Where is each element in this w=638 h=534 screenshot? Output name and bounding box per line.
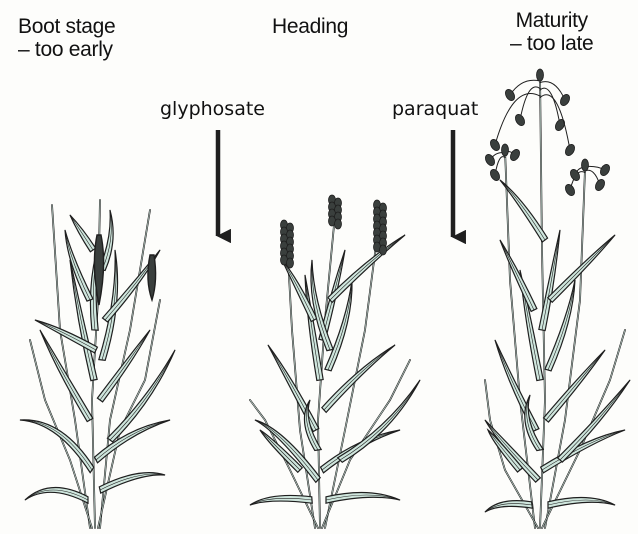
- seed: [594, 178, 607, 192]
- leaf-blade: [485, 501, 532, 512]
- panicle-branch: [520, 87, 540, 120]
- seed: [537, 69, 544, 81]
- boot-stage-note: – too early: [18, 38, 115, 61]
- leaf-vein: [500, 240, 534, 310]
- stem: [545, 170, 585, 528]
- maturity-label: Maturity – too late: [510, 9, 593, 55]
- leaf-vein: [70, 215, 93, 250]
- leaf-blade: [94, 420, 170, 463]
- seed: [502, 144, 509, 156]
- panicle-branch: [540, 88, 560, 125]
- seed: [489, 138, 502, 152]
- boot-stage-title: Boot stage: [18, 15, 115, 38]
- boot-stage-label: Boot stage – too early: [18, 15, 115, 61]
- spikelet: [287, 258, 294, 268]
- seed: [489, 168, 502, 182]
- seed: [569, 168, 582, 182]
- plant-boot-stage: [20, 200, 175, 528]
- spikelet: [380, 245, 387, 255]
- leaf-blade: [321, 430, 400, 473]
- paraquat-label: paraquat: [392, 98, 478, 120]
- plant-heading: [250, 195, 420, 528]
- maturity-note: – too late: [510, 32, 593, 55]
- stem-highlight: [545, 170, 585, 528]
- seed: [514, 113, 527, 127]
- spikelet: [335, 219, 342, 229]
- glyphosate-label: glyphosate: [160, 98, 265, 120]
- seed: [564, 143, 577, 157]
- seed: [564, 183, 577, 197]
- leaf-blade: [338, 380, 420, 462]
- leaf-blade: [250, 495, 312, 505]
- heading-title: Heading: [272, 15, 348, 38]
- seed: [559, 93, 572, 107]
- heading-label: Heading: [272, 15, 348, 38]
- maturity-title: Maturity: [510, 9, 593, 32]
- panicle-branch: [510, 80, 540, 95]
- leaf-blade: [488, 430, 522, 472]
- seed: [599, 163, 612, 177]
- plant-maturity: [484, 69, 630, 528]
- seed: [582, 159, 589, 171]
- boot-sheath: [148, 255, 156, 300]
- seed: [509, 148, 522, 162]
